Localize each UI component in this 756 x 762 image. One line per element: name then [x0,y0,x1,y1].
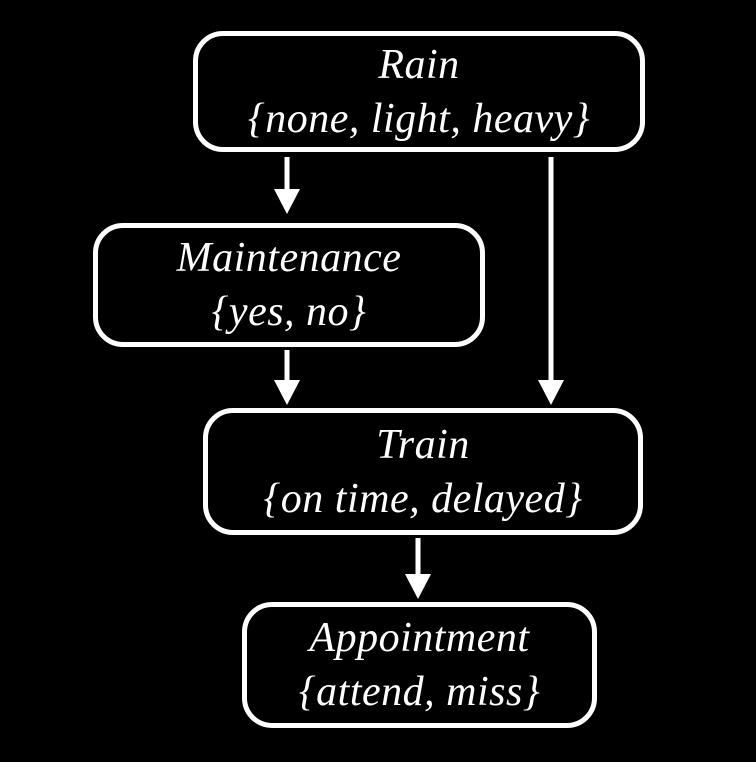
edge-train-to-appointment-arrow-icon [405,538,431,599]
edge-rain-to-maintenance-arrow-icon [274,157,300,214]
node-appointment-values: {attend, miss} [298,669,541,715]
node-maintenance-name: Maintenance [176,235,402,281]
node-rain-values: {none, light, heavy} [247,95,591,142]
node-rain: Rain {none, light, heavy} [193,31,645,152]
node-train: Train {on time, delayed} [203,408,643,535]
node-maintenance: Maintenance {yes, no} [93,223,485,347]
node-appointment: Appointment {attend, miss} [242,602,597,728]
node-maintenance-values: {yes, no} [211,289,367,335]
edge-rain-to-train-arrow-icon [538,157,564,405]
node-train-values: {on time, delayed} [263,475,583,522]
node-appointment-name: Appointment [309,615,530,661]
edge-maintenance-to-train-arrow-icon [274,350,300,405]
node-train-name: Train [376,421,470,468]
node-rain-name: Rain [378,41,460,88]
